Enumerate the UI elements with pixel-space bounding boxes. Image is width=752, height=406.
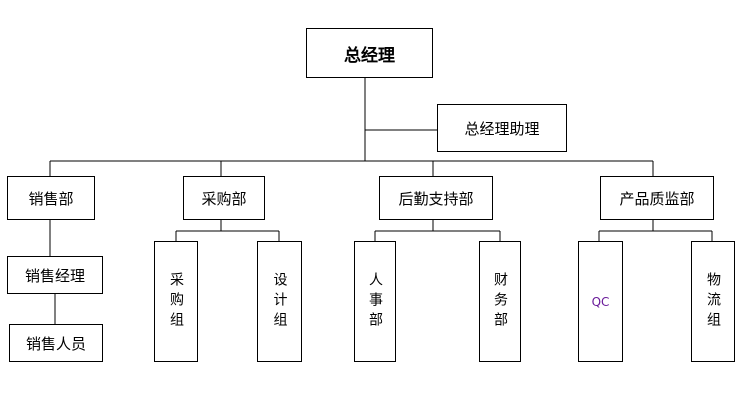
node-design-group: 设计组 (257, 241, 302, 362)
node-dept-quality: 产品质监部 (600, 176, 714, 220)
node-sales-manager: 销售经理 (7, 256, 103, 294)
node-hr-dept: 人事部 (354, 241, 396, 362)
node-dept-purchasing: 采购部 (183, 176, 265, 220)
node-dept-sales: 销售部 (7, 176, 95, 220)
node-qc: QC (578, 241, 623, 362)
node-dept-support: 后勤支持部 (379, 176, 493, 220)
node-purchase-group: 采购组 (154, 241, 198, 362)
node-assistant: 总经理助理 (437, 104, 567, 152)
node-sales-staff: 销售人员 (9, 324, 103, 362)
node-finance-dept: 财务部 (479, 241, 521, 362)
node-logistics-group: 物流组 (691, 241, 735, 362)
node-root: 总经理 (306, 28, 433, 78)
